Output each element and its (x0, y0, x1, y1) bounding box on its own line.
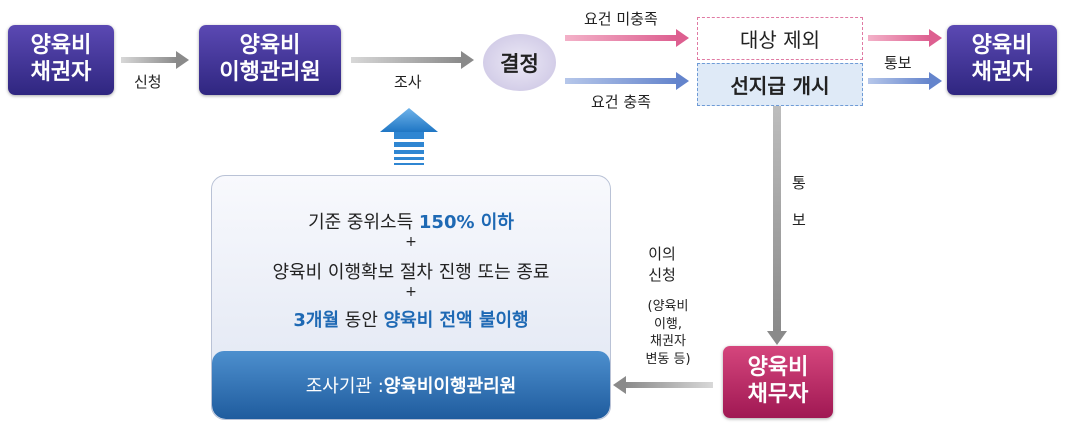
decision-node: 결정 (483, 34, 556, 91)
investigating-agency-footer: 조사기관 : 양육비이행관리원 (212, 351, 610, 419)
notify-label-vertical-1: 통 (792, 174, 806, 192)
objection-label: 이의 신청 (622, 244, 702, 286)
debtor-line2: 채무자 (747, 382, 809, 407)
unmet-label: 요건 미충족 (584, 10, 658, 28)
condition-nonpayment: 3개월 동안 양육비 전액 불이행 (212, 306, 610, 332)
notify-debtor-arrow (767, 106, 787, 345)
investigate-label: 조사 (394, 73, 422, 91)
prepay-label: 선지급 개시 (730, 74, 830, 98)
objection-detail: (양육비 이행, 채권자 변동 등) (628, 298, 708, 368)
condition-income: 기준 중위소득 150% 이하 (212, 208, 610, 234)
condition-nonpayment-highlight: 양육비 전액 불이행 (383, 310, 529, 331)
creditor-right-line1: 양육비 (971, 33, 1033, 59)
unmet-arrow (565, 29, 689, 47)
met-arrow (565, 72, 689, 90)
condition-plus-1: + (405, 234, 417, 250)
condition-nonpayment-period: 3개월 (293, 310, 340, 331)
objection-detail-4: 변동 등) (645, 351, 691, 367)
investigate-arrow (351, 51, 474, 69)
decision-label: 결정 (500, 51, 539, 76)
agency-node: 양육비 이행관리원 (199, 25, 341, 95)
apply-label: 신청 (134, 73, 162, 91)
excluded-to-creditor-arrow (868, 29, 942, 47)
footer-prefix: 조사기관 : (305, 376, 384, 397)
up-arrow-icon (380, 108, 438, 165)
excluded-box: 대상 제외 (697, 17, 863, 60)
condition-plus-2: + (405, 284, 417, 300)
prepay-to-creditor-arrow (868, 72, 942, 90)
prepay-box: 선지급 개시 (697, 63, 863, 106)
agency-line1: 양육비 (239, 33, 301, 59)
creditor-node-left: 양육비 채권자 (8, 25, 114, 95)
debtor-node: 양육비 채무자 (723, 346, 833, 418)
excluded-label: 대상 제외 (740, 28, 820, 52)
objection-line2: 신청 (648, 266, 676, 284)
condition-income-highlight: 150% 이하 (418, 212, 514, 233)
objection-detail-3: 채권자 (650, 334, 686, 350)
debtor-line1: 양육비 (747, 355, 809, 381)
objection-line1: 이의 (648, 245, 676, 263)
conditions-panel: 기준 중위소득 150% 이하 + 양육비 이행확보 절차 진행 또는 종료 +… (211, 175, 611, 420)
agency-line2: 이행관리원 (219, 60, 321, 85)
objection-arrow (613, 376, 713, 394)
condition-procedure: 양육비 이행확보 절차 진행 또는 종료 (272, 262, 550, 283)
objection-detail-2: 이행, (653, 316, 683, 332)
condition-income-text: 기준 중위소득 (308, 212, 419, 233)
footer-agency: 양육비이행관리원 (383, 376, 517, 397)
creditor-right-line2: 채권자 (971, 60, 1033, 85)
apply-arrow (121, 51, 189, 69)
creditor-left-line1: 양육비 (30, 33, 92, 59)
creditor-left-line2: 채권자 (30, 60, 92, 85)
notify-label-vertical-2: 보 (792, 211, 806, 229)
condition-nonpayment-mid: 동안 (339, 310, 384, 331)
met-label: 요건 충족 (591, 93, 651, 111)
objection-detail-1: (양육비 (647, 299, 689, 314)
notify-label-horizontal: 통보 (884, 54, 912, 72)
creditor-node-right: 양육비 채권자 (947, 25, 1057, 95)
